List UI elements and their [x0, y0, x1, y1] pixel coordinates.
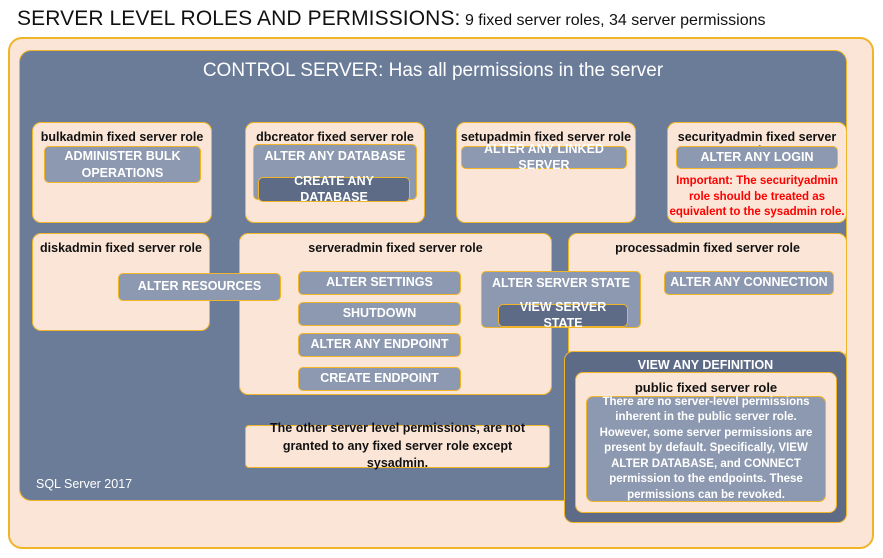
role-box-setupadmin: setupadmin fixed server role	[456, 122, 636, 223]
role-title-serveradmin: serveradmin fixed server role	[308, 241, 483, 255]
role-title-bulkadmin: bulkadmin fixed server role	[40, 130, 204, 144]
permission-chip-administer-bulk-operations[interactable]: ADMINISTER BULK OPERATIONS	[44, 146, 201, 183]
control-server-label: CONTROL SERVER: Has all permissions in t…	[202, 60, 664, 81]
role-title-dbcreator: dbcreator fixed server role	[256, 130, 414, 144]
role-title-public: public fixed server role	[634, 380, 778, 395]
permission-chip-view-server-state[interactable]: VIEW SERVER STATE	[498, 300, 628, 330]
permission-chip-alter-any-login[interactable]: ALTER ANY LOGIN	[676, 146, 838, 169]
permission-chip-create-endpoint[interactable]: CREATE ENDPOINT	[298, 367, 461, 391]
permission-chip-alter-any-linked-server[interactable]: ALTER ANY LINKED SERVER	[461, 142, 627, 172]
permission-chip-shutdown[interactable]: SHUTDOWN	[298, 302, 461, 326]
role-box-securityadmin: securityadmin fixed server role	[667, 122, 847, 223]
page-title-sub: 9 fixed server roles, 34 server permissi…	[460, 12, 766, 29]
public-role-description: There are no server-level permissions in…	[586, 396, 826, 502]
permission-chip-alter-settings[interactable]: ALTER SETTINGS	[298, 271, 461, 295]
permission-chip-alter-resources[interactable]: ALTER RESOURCES	[118, 273, 281, 301]
role-title-processadmin: processadmin fixed server role	[615, 241, 800, 255]
role-title-setupadmin: setupadmin fixed server role	[460, 130, 632, 144]
permission-label-view-any-definition: VIEW ANY DEFINITION	[637, 358, 774, 372]
footer-version-label: SQL Server 2017	[36, 477, 133, 491]
role-title-diskadmin: diskadmin fixed server role	[40, 241, 202, 255]
page-title-main: SERVER LEVEL ROLES AND PERMISSIONS:	[17, 7, 461, 30]
page-title: SERVER LEVEL ROLES AND PERMISSIONS: 9 fi…	[17, 7, 766, 31]
other-permissions-note: The other server level permissions, are …	[245, 421, 550, 470]
permission-chip-alter-any-endpoint[interactable]: ALTER ANY ENDPOINT	[298, 333, 461, 357]
permission-chip-alter-any-connection[interactable]: ALTER ANY CONNECTION	[664, 271, 834, 295]
permission-chip-create-any-database[interactable]: CREATE ANY DATABASE	[258, 174, 410, 204]
securityadmin-warning-note: Important: The securityadmin role should…	[669, 175, 845, 219]
